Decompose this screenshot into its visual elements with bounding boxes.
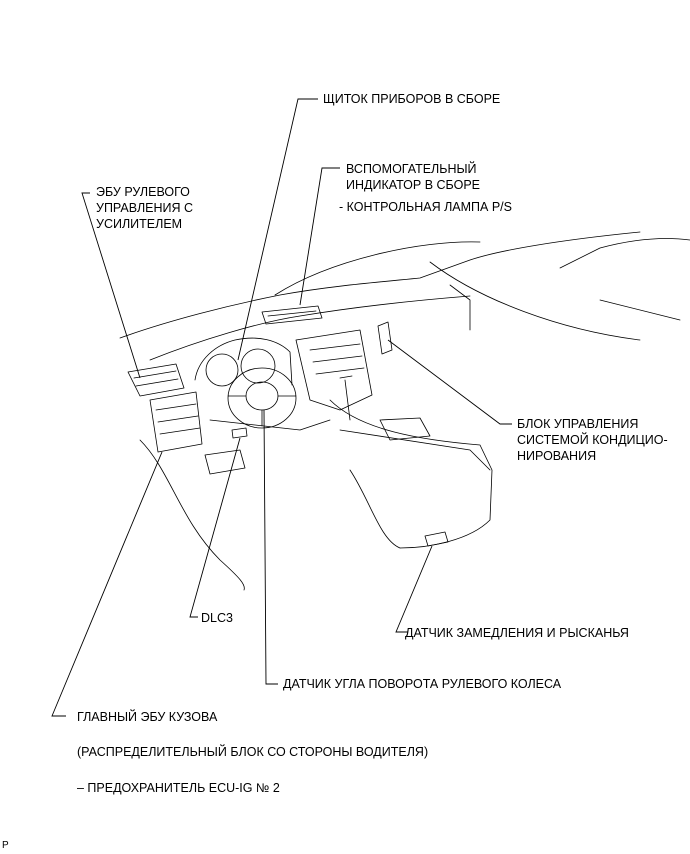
- label-steering-sensor: ДАТЧИК УГЛА ПОВОРОТА РУЛЕВОГО КОЛЕСА: [283, 677, 562, 691]
- yaw-sensor: [424, 531, 449, 547]
- label-ps-ecu: ЭБУ РУЛЕВОГО УПРАВЛЕНИЯ С УСИЛИТЕЛЕМ: [96, 185, 194, 231]
- label-indicator-assembly: ВСПОМОГАТЕЛЬНЫЙ ИНДИКАТОР В СБОРЕ: [346, 162, 481, 192]
- label-fuse: – ПРЕДОХРАНИТЕЛЬ ECU-IG № 2: [77, 781, 280, 795]
- leader-instrument-cluster: [237, 98, 318, 361]
- dlc3-connector: [231, 427, 248, 439]
- leader-indicator-assembly: [299, 167, 340, 306]
- leader-main-body-ecu: [51, 451, 163, 717]
- page-mark: P: [2, 840, 9, 851]
- leader-ac-control: [387, 339, 512, 425]
- label-ps-lamp: - КОНТРОЛЬНАЯ ЛАМПА P/S: [339, 200, 512, 214]
- center-console: [329, 399, 493, 549]
- ps-ecu: [127, 363, 185, 397]
- dashboard-outline: [119, 231, 641, 339]
- center-stack: [295, 329, 373, 411]
- label-junction-block: (РАСПРЕДЕЛИТЕЛЬНЫЙ БЛОК СО СТОРОНЫ ВОДИТ…: [77, 745, 429, 759]
- label-yaw-sensor: ДАТЧИК ЗАМЕДЛЕНИЯ И РЫСКАНЬЯ: [405, 626, 629, 640]
- ac-control-unit: [377, 321, 393, 355]
- instrument-cluster: [194, 337, 293, 386]
- leader-yaw-sensor: [395, 545, 433, 633]
- label-main-body-ecu: ГЛАВНЫЙ ЭБУ КУЗОВА: [77, 710, 218, 724]
- leader-steering-sensor: [263, 409, 278, 685]
- label-instrument-cluster: ЩИТОК ПРИБОРОВ В СБОРЕ: [323, 92, 501, 106]
- label-ac-control: БЛОК УПРАВЛЕНИЯ СИСТЕМОЙ КОНДИЦИО- НИРОВ…: [517, 417, 668, 463]
- steering-wheel: [227, 367, 297, 429]
- leader-ps-ecu: [81, 192, 141, 379]
- label-dlc3: DLC3: [201, 611, 233, 625]
- junction-block: [149, 391, 203, 453]
- indicator-unit: [261, 305, 323, 325]
- leader-dlc3: [189, 437, 241, 618]
